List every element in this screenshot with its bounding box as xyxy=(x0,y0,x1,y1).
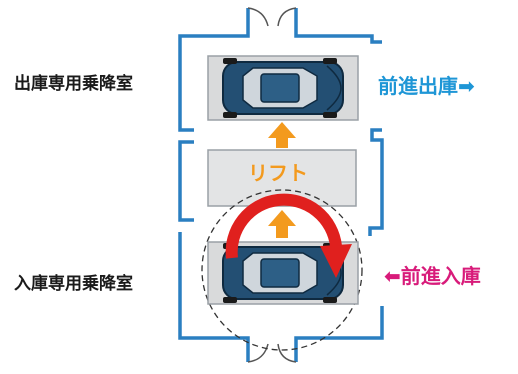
wall-bottom-right xyxy=(294,306,384,362)
rotate-clockwise-arrow-icon xyxy=(225,193,352,278)
car-top-view-icon xyxy=(222,57,344,119)
lift-label: リフト xyxy=(248,161,308,185)
top-door-swing-left xyxy=(247,7,269,27)
up-arrow-icon xyxy=(268,122,296,148)
wall-bottom-left xyxy=(178,232,250,362)
up-arrow-icon xyxy=(268,210,296,238)
wall-right-middle xyxy=(368,128,384,236)
wall-middle-left xyxy=(178,140,194,222)
wall-top-right xyxy=(294,8,382,44)
building-walls xyxy=(178,8,384,362)
wall-top-left xyxy=(178,8,250,132)
turntable-circle xyxy=(201,189,363,351)
forward-exit-label: 前進出庫➡ xyxy=(378,74,475,98)
top-door-swing-right xyxy=(277,7,297,27)
bottom-door-swing-right xyxy=(277,343,297,363)
exit-room-label: 出庫専用乗降室 xyxy=(14,74,133,94)
entry-room-label: 入庫専用乗降室 xyxy=(14,274,133,294)
forward-entry-label: ⬅前進入庫 xyxy=(384,264,481,288)
bottom-door-swing-left xyxy=(247,343,269,363)
